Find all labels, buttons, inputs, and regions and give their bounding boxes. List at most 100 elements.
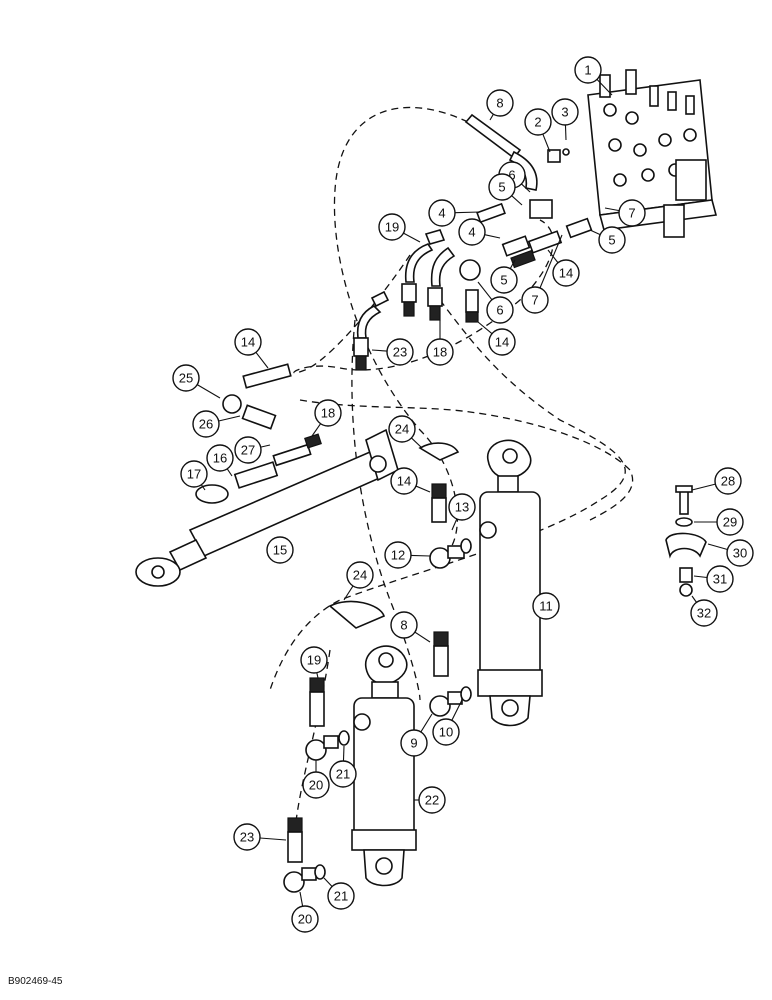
- callout-balloon: 10: [432, 718, 460, 746]
- callout-circle: [726, 539, 754, 567]
- callout-label: 5: [608, 233, 615, 248]
- callout-leader: [323, 877, 333, 887]
- callout-circle: [458, 218, 486, 246]
- hose-route-a: [333, 106, 469, 561]
- callout-label: 14: [495, 335, 509, 350]
- hose-route-d: [299, 399, 634, 521]
- lower-fittings: [309, 631, 472, 727]
- callout-label: 29: [723, 515, 737, 530]
- callout-balloon: 12: [384, 541, 412, 569]
- callout-label: 15: [273, 543, 287, 558]
- callout-balloon: 31: [706, 565, 734, 593]
- callout-balloon: 4: [428, 199, 456, 227]
- callout-label: 2: [534, 115, 541, 130]
- callout-balloon: 15: [266, 536, 294, 564]
- callout-label: 18: [433, 345, 447, 360]
- callout-leader: [691, 483, 716, 491]
- callout-circle: [327, 882, 355, 910]
- callout-circle: [206, 444, 234, 472]
- callout-circle: [488, 328, 516, 356]
- callout-balloon: 32: [690, 599, 718, 627]
- callout-leader: [451, 699, 463, 721]
- hose-route-c: [269, 299, 626, 691]
- callout-balloon: 2: [524, 108, 552, 136]
- callout-label: 1: [584, 63, 591, 78]
- callout-balloon: 4: [458, 218, 486, 246]
- callout-balloon: 21: [327, 882, 355, 910]
- callout-label: 11: [539, 599, 553, 614]
- callout-circle: [524, 108, 552, 136]
- callout-circle: [314, 399, 342, 427]
- callout-leader: [484, 234, 501, 239]
- callout-label: 6: [496, 303, 503, 318]
- callout-leader: [509, 259, 516, 269]
- callout-balloon: 14: [552, 259, 580, 287]
- callout-circle: [552, 259, 580, 287]
- callout-label: 13: [455, 500, 469, 515]
- callout-label: 26: [199, 417, 213, 432]
- callout-label: 3: [561, 105, 568, 120]
- callout-circle: [418, 786, 446, 814]
- callout-leader: [371, 349, 388, 352]
- middle-fittings: [429, 483, 472, 569]
- callout-circle: [386, 338, 414, 366]
- callout-label: 14: [559, 266, 573, 281]
- callout-circle: [172, 364, 200, 392]
- callout-balloon: 7: [521, 286, 549, 314]
- callout-leader: [311, 423, 322, 437]
- callout-leader: [451, 518, 458, 531]
- callout-label: 8: [496, 96, 503, 111]
- callout-label: 28: [721, 474, 735, 489]
- callout-leader: [420, 713, 433, 733]
- callout-balloon: 5: [488, 173, 516, 201]
- callout-leader: [200, 484, 206, 491]
- callout-leader: [415, 485, 431, 493]
- callout-balloon: 14: [234, 328, 262, 356]
- callout-balloon: 8: [486, 89, 514, 117]
- callout-balloon: 16: [206, 444, 234, 472]
- cylinder-15: [135, 428, 399, 587]
- callout-balloon: 28: [714, 467, 742, 495]
- callout-circle: [266, 536, 294, 564]
- callout-balloon: 23: [233, 823, 261, 851]
- document-id: B902469-45: [8, 976, 63, 987]
- callout-circle: [300, 646, 328, 674]
- callout-leader: [410, 554, 431, 557]
- callout-circle: [706, 565, 734, 593]
- callout-circle: [448, 493, 476, 521]
- callout-balloon: 30: [726, 539, 754, 567]
- callout-leader: [403, 232, 421, 243]
- hose-route-b: [293, 219, 554, 374]
- callout-label: 23: [393, 345, 407, 360]
- callout-circle: [532, 592, 560, 620]
- callout-label: 9: [410, 736, 417, 751]
- callout-circle: [598, 226, 626, 254]
- callout-circle: [234, 436, 262, 464]
- callout-label: 21: [334, 889, 348, 904]
- callout-label: 7: [628, 206, 635, 221]
- cylinder-22: [351, 645, 417, 887]
- callout-leader: [564, 124, 567, 141]
- callout-leader: [477, 281, 493, 301]
- callout-label: 4: [438, 206, 445, 221]
- callout-leader: [218, 415, 241, 422]
- callout-circle: [488, 173, 516, 201]
- callout-circle: [390, 611, 418, 639]
- callout-leader: [343, 585, 354, 601]
- callout-circle: [551, 98, 579, 126]
- callout-leader: [299, 891, 304, 907]
- cylinder-11: [477, 439, 543, 727]
- upper-hoses: [353, 229, 456, 371]
- callout-label: 7: [531, 293, 538, 308]
- callout-balloon: 27: [234, 436, 262, 464]
- callout-label: 31: [713, 572, 727, 587]
- callout-leader: [489, 113, 494, 121]
- callout-balloon: 18: [314, 399, 342, 427]
- callout-circle: [690, 599, 718, 627]
- callout-label: 17: [187, 467, 201, 482]
- callout-label: 16: [213, 451, 227, 466]
- callout-balloon: 14: [488, 328, 516, 356]
- callout-label: 14: [241, 335, 255, 350]
